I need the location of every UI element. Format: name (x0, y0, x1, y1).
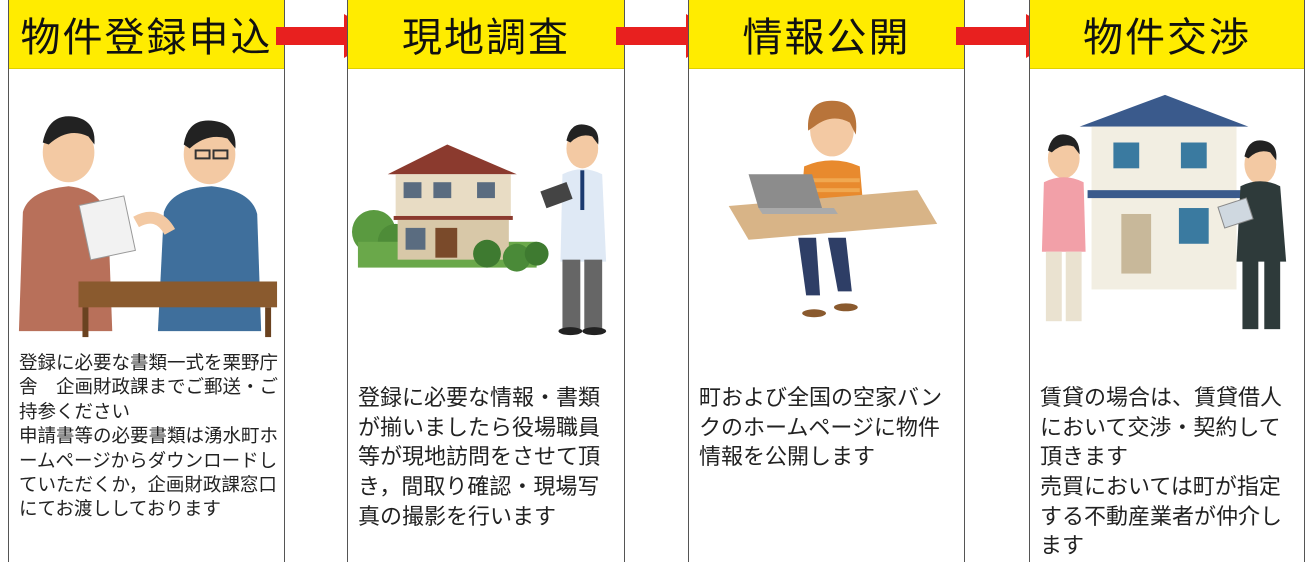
house-agents-illustration (1030, 82, 1304, 342)
step-title: 情報公開 (689, 0, 964, 69)
step-title: 現地調査 (348, 0, 624, 69)
step-description: 登録に必要な書類一式を栗野庁 舎 企画財政課までご郵送・ご 持参ください 申請書… (19, 353, 279, 521)
woman-laptop-illustration (689, 82, 964, 342)
step-information-publication: 情報公開 町および全国の空家バン クのホームページに物件 情報を公開します (688, 0, 965, 562)
step-description: 登録に必要な情報・書類 が揃いましたら役場職員 等が現地訪問をさせて頂 き，間取… (358, 386, 601, 530)
step-property-negotiation: 物件交渉 賃貸の場合は、賃貸借人 において交渉・契約 (1029, 0, 1305, 562)
step-title: 物件交渉 (1030, 0, 1304, 69)
step-title: 物件登録申込 (9, 0, 284, 69)
step-description: 町および全国の空家バン クのホームページに物件 情報を公開します (699, 386, 943, 471)
step-site-survey: 現地調査 (347, 0, 625, 562)
house-inspector-illustration (348, 82, 624, 342)
step-property-registration: 物件登録申込 登録に必要な書類一式を栗野庁 舎 企画財政課までご郵送・ご 持参く… (8, 0, 285, 562)
people-desk-illustration (9, 82, 284, 342)
step-description: 賃貸の場合は、賃貸借人 において交渉・契約して 頂きます 売買においては町が指定… (1040, 386, 1283, 560)
